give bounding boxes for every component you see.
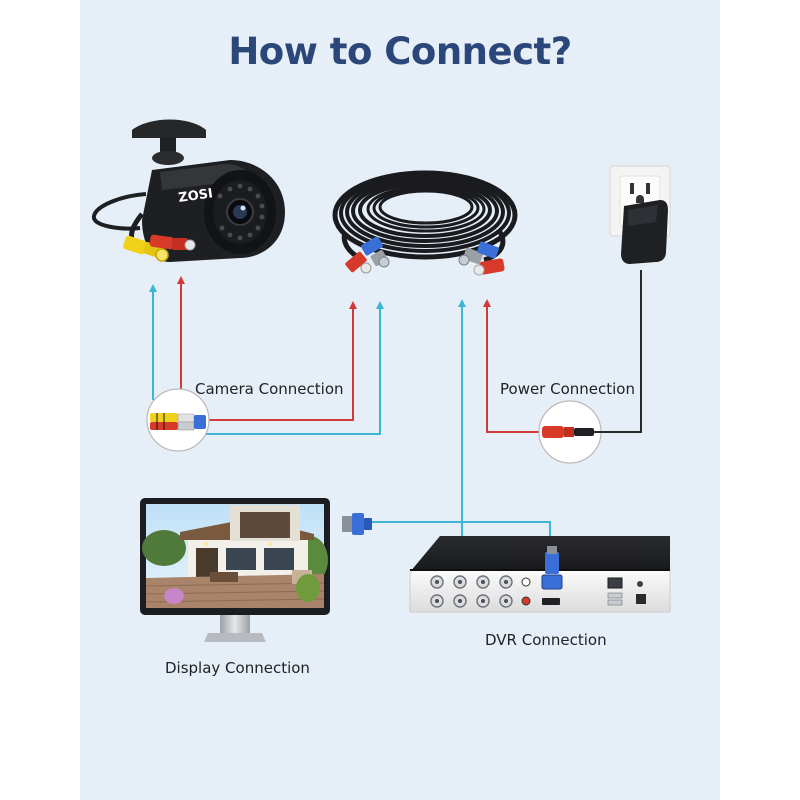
monitor-icon [140, 498, 330, 642]
page-title: How to Connect? [228, 30, 572, 73]
cable-left-connectors [345, 236, 390, 274]
coaxial-cable-icon [332, 170, 518, 263]
connection-diagram: How to Connect? [80, 0, 720, 800]
cable-power-line [205, 301, 357, 421]
power-connection-label: Power Connection [500, 380, 635, 398]
security-camera-icon: ZOSI [92, 119, 285, 262]
adapter-cord [600, 270, 642, 433]
vga-connector-icon [342, 513, 372, 535]
camera-connection-label: Camera Connection [195, 380, 344, 398]
power-adapter-icon [621, 200, 668, 264]
camera-connection-detail [146, 388, 210, 452]
dvr-connection-label: DVR Connection [485, 631, 607, 649]
connection-lines [149, 270, 642, 582]
cable-video-line [205, 301, 384, 435]
power-connection-detail [538, 400, 602, 464]
display-connection-label: Display Connection [165, 659, 310, 677]
red-dc-connector [149, 234, 196, 251]
dvr-recorder-icon [409, 536, 671, 613]
adapter-power-line [483, 299, 542, 433]
cable-right-connectors [458, 241, 505, 276]
camera-brand: ZOSI [177, 186, 213, 206]
diagram-canvas: ZOSI [92, 119, 671, 642]
